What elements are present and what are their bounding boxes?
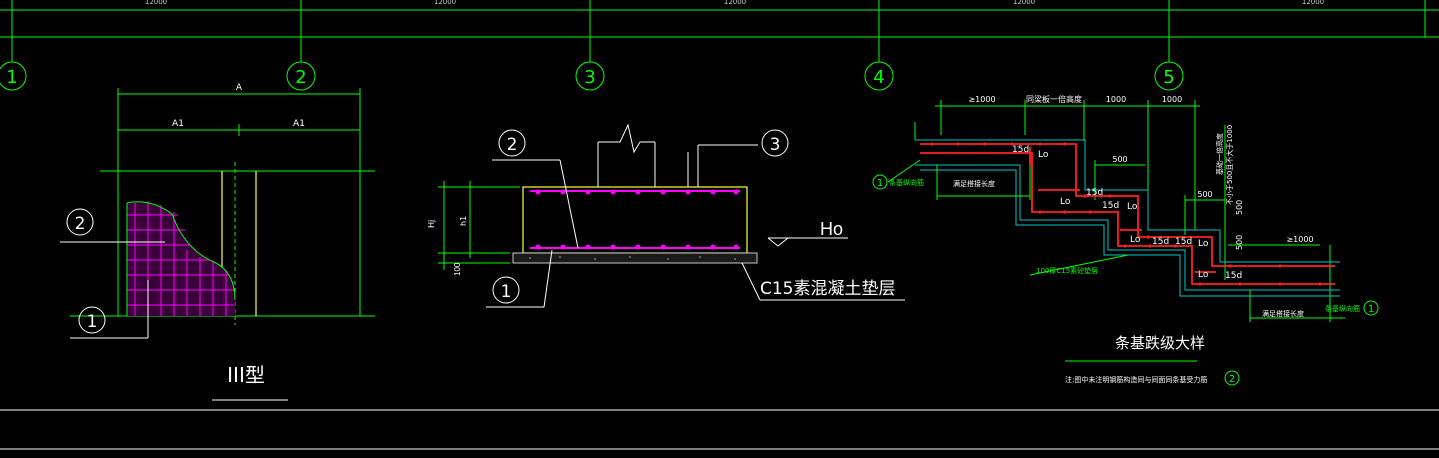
drawing-frame: [0, 409, 1439, 450]
span-dim-2: 12000: [434, 0, 456, 6]
axis-bubble-label-3: 3: [584, 67, 595, 88]
height-label-outer: Hj: [427, 220, 436, 228]
section-bar-mark-2-label: 2: [507, 135, 518, 155]
step-left-callout-circle: [872, 174, 888, 190]
type-iii-detail: A A1 A1: [60, 83, 375, 401]
span-dim-4: 12000: [1013, 0, 1035, 6]
top-dim-3: 1000: [1106, 95, 1126, 104]
bar-mark-2-label: 2: [75, 214, 86, 234]
type-iii-title: III型: [227, 363, 265, 387]
section-rebars: [530, 190, 740, 249]
section-bar-mark-3-label: 3: [770, 135, 781, 155]
anchor-label-2: 15d: [1102, 201, 1119, 211]
step-right-callout-mark: 1: [1368, 304, 1374, 315]
step-cushion-note: 100厚C15素砼垫层: [1036, 266, 1098, 275]
section-bar-mark-1-circle: [492, 276, 520, 304]
top-dim-4: 1000: [1162, 95, 1182, 104]
section-detail: Hj h1 100 2 3 1 Ho C15素混凝土垫层: [427, 123, 905, 308]
bar-mark-circle-2: [66, 208, 94, 236]
inner-dim-5: ≥1000: [1286, 235, 1313, 244]
anchor-label-6: 15d: [1086, 188, 1103, 198]
step-right-callout-text: 条基纵向筋: [1325, 304, 1360, 313]
anchor-label-4: 15d: [1175, 237, 1192, 247]
lap-label-4: Lo: [1130, 235, 1141, 245]
axis-bubble-3: [575, 61, 605, 91]
lap-label-6: Lo: [1198, 270, 1209, 280]
inner-dim-4: 500: [1235, 235, 1244, 250]
top-dim-1: ≥1000: [968, 95, 995, 104]
cushion-note: C15素混凝土垫层: [760, 279, 896, 299]
span-dim-1: 12000: [145, 0, 167, 6]
step-footnote: 注:图中未注明钢筋构造同与同面同条基受力筋: [1065, 375, 1207, 384]
height-label-inner: h1: [459, 216, 468, 226]
span-dim-5: 12000: [1302, 0, 1324, 6]
axis-bubble-5: [1154, 61, 1184, 91]
right-dim-note: 不小于500且不大于1000: [1225, 125, 1234, 205]
step-bottom-left-note: 满足搭接长度: [953, 179, 995, 188]
inner-dim-1: 500: [1112, 155, 1127, 164]
cushion-thickness: 100: [453, 262, 462, 276]
axis-bubble-2: [286, 61, 316, 91]
inner-dim-2: 500: [1197, 190, 1212, 199]
dim-half-right-label: A1: [293, 119, 305, 129]
section-bar-mark-1-label: 1: [501, 282, 512, 302]
lap-label-5: Lo: [1198, 239, 1209, 249]
step-detail-title: 条基跌级大样: [1115, 334, 1205, 352]
level-label: Ho: [820, 219, 843, 239]
lap-label-1: Lo: [1038, 150, 1049, 160]
section-bar-mark-2-circle: [498, 129, 526, 157]
footnote-mark: 2: [1229, 374, 1235, 385]
anchor-label-1: 15d: [1012, 145, 1029, 155]
step-bottom-right-note: 满足搭接长度: [1262, 309, 1304, 318]
span-dim-3: 12000: [724, 0, 746, 6]
inner-dim-3: 500: [1235, 200, 1244, 215]
step-outline: [915, 139, 1340, 297]
dim-half-left-label: A1: [172, 119, 184, 129]
beam-outline: [522, 186, 748, 254]
axis-bubble-label-4: 4: [873, 67, 884, 88]
axis-bubble-4: [864, 61, 894, 91]
step-right-callout-circle: [1363, 300, 1379, 316]
step-detail: ≥1000 同梁板一倍高度 1000 1000 500 500 ≥1000 50…: [872, 94, 1379, 386]
bar-mark-circle-1: [78, 306, 106, 334]
bar-mark-1-label: 1: [87, 312, 98, 332]
dim-total-label: A: [236, 83, 243, 93]
step-rebars: [920, 143, 1335, 285]
cushion-layer: [512, 252, 758, 264]
right-dim-note-2: 基础一倍高度: [1215, 133, 1224, 175]
axis-grid: [0, 0, 1439, 91]
anchor-label-3: 15d: [1152, 237, 1169, 247]
lap-label-3: Lo: [1127, 202, 1138, 212]
anchor-label-5: 15d: [1225, 271, 1242, 281]
axis-bubble-label-5: 5: [1163, 67, 1174, 88]
step-left-callout-mark: 1: [877, 178, 883, 189]
axis-bubble-1: [0, 61, 27, 91]
lap-label-2: Lo: [1060, 197, 1071, 207]
footnote-mark-circle: [1224, 370, 1240, 386]
section-bar-mark-3-circle: [761, 129, 789, 157]
axis-bubble-label-2: 2: [295, 67, 306, 88]
top-dim-2: 同梁板一倍高度: [1026, 94, 1082, 104]
axis-bubble-label-1: 1: [6, 67, 17, 88]
step-left-callout-text: 条基纵向筋: [889, 178, 924, 187]
